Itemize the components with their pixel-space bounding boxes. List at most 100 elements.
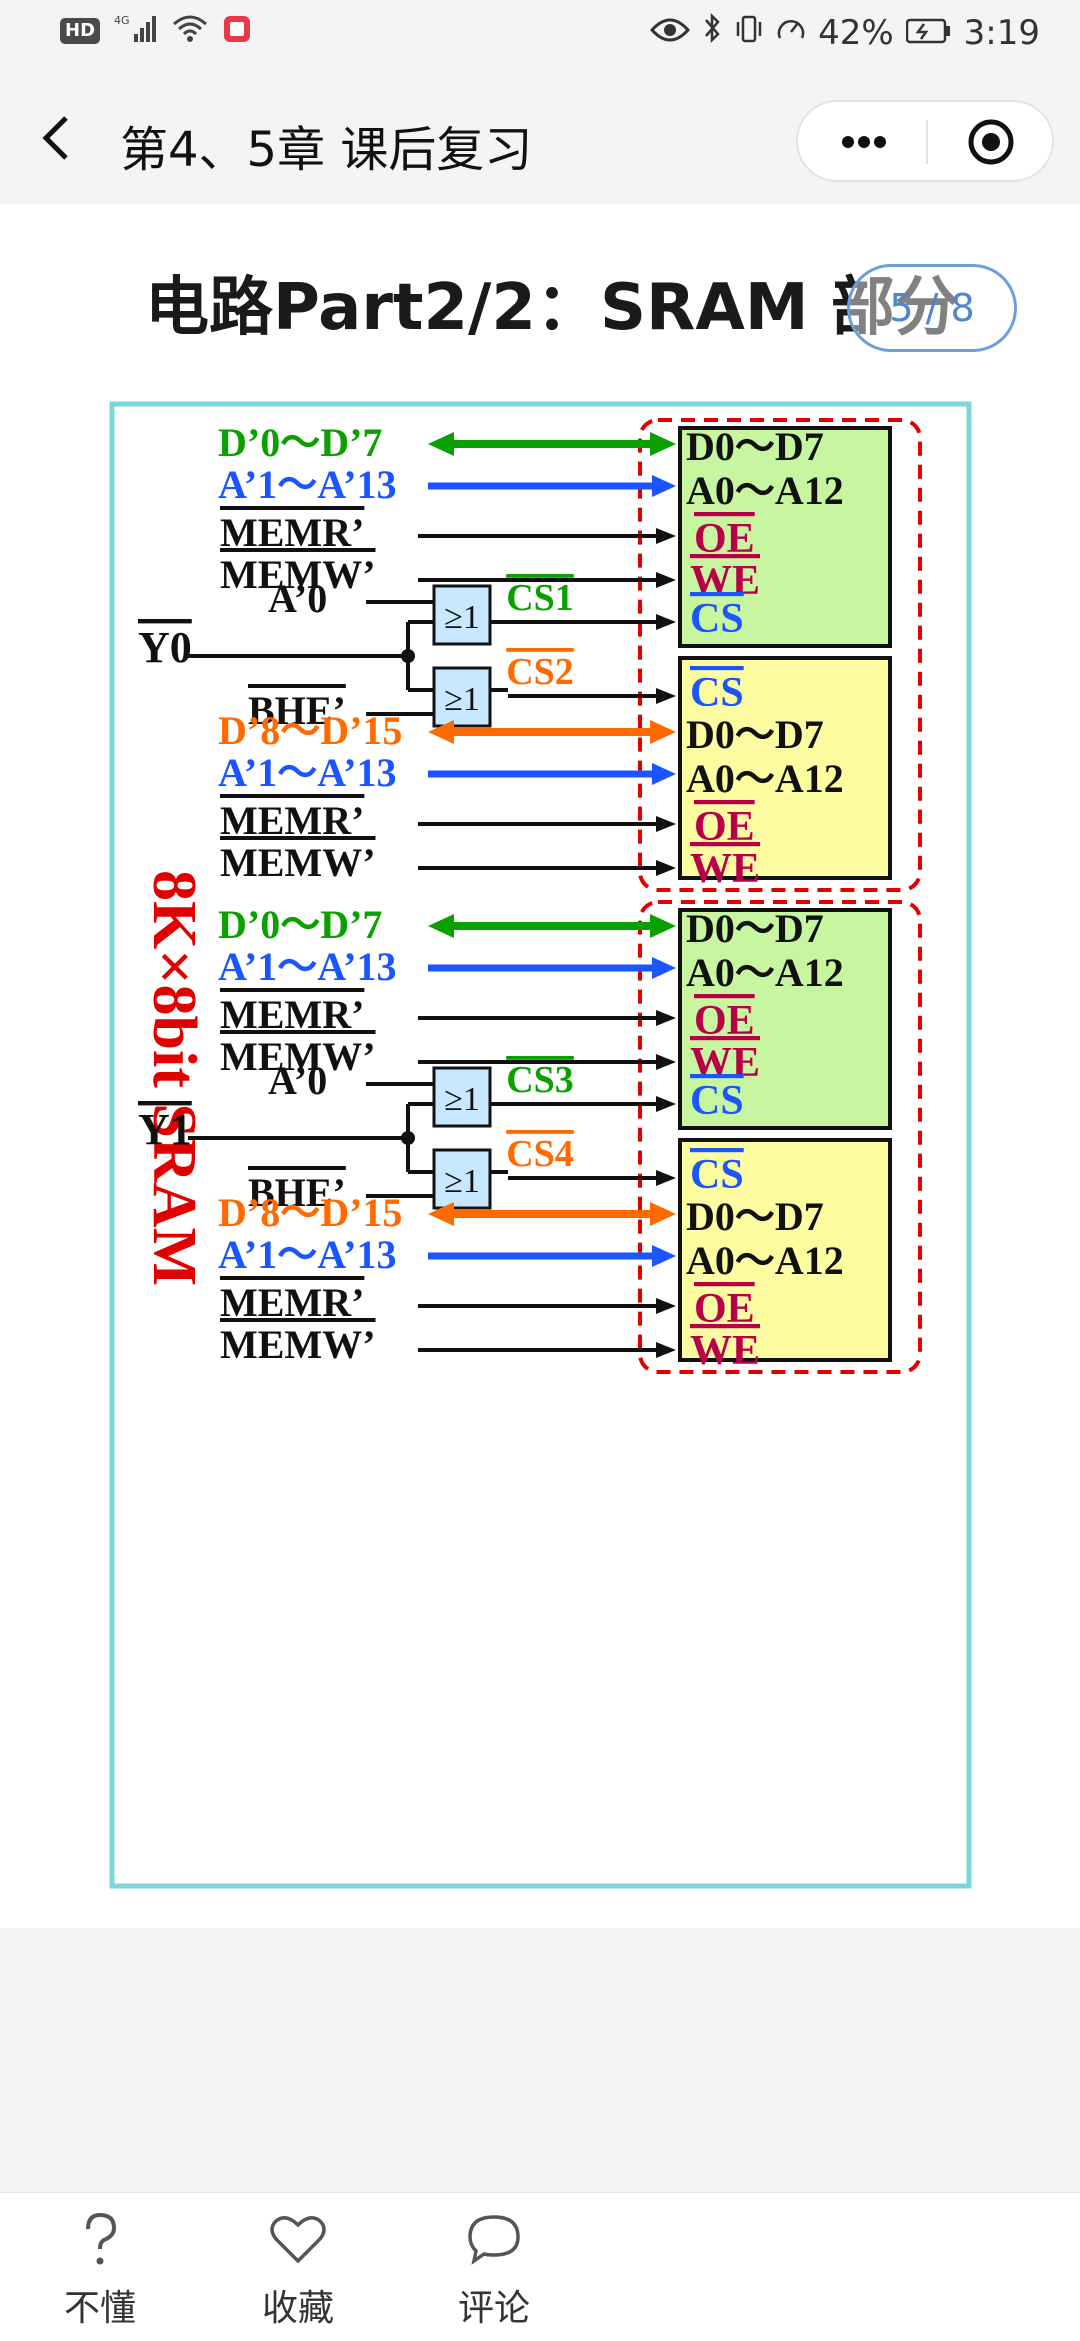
label-memw: MEMW’: [220, 1034, 376, 1079]
question-mark-icon: [86, 2212, 117, 2265]
chevron-left-icon: [42, 116, 68, 160]
or-gate-bottom-label: ≥1: [444, 681, 480, 718]
sram-chip-low: [678, 908, 892, 1130]
tab-label: 收藏: [261, 2288, 334, 2329]
label-memw: MEMW’: [220, 840, 376, 885]
clock-time: 3:19: [963, 12, 1040, 53]
chip-label-we: WE: [690, 1328, 760, 1374]
label-memr: MEMR’: [220, 798, 364, 843]
address-bus-arrow-head: [652, 475, 676, 497]
label-bhe: BHE’: [248, 1170, 346, 1215]
bluetooth-icon: [702, 12, 722, 53]
or-gate-bottom: [432, 1148, 492, 1210]
mini-program-capsule: [796, 100, 1054, 182]
data-bus-arrow-head-right: [650, 432, 676, 456]
chip-label-we: WE: [690, 846, 760, 892]
wifi-icon: [172, 14, 208, 48]
close-program-button[interactable]: [946, 112, 1036, 172]
tab-dont-understand[interactable]: 不懂: [40, 2209, 160, 2331]
vibrate-icon: [734, 13, 764, 53]
chip-label-cs: CS: [690, 1152, 744, 1198]
chip-label-cs: CS: [690, 596, 744, 642]
comment-bubble-icon: [468, 2215, 520, 2265]
label-memw: MEMW’: [220, 552, 376, 597]
label-cs-top: CS1: [506, 577, 574, 619]
chip-label-address: A0～A12: [686, 756, 844, 801]
or-gate-top-label: ≥1: [444, 1081, 480, 1118]
cs-top-line-head: [656, 1096, 676, 1112]
chip-label-oe: OE: [694, 804, 755, 850]
tab-comment[interactable]: 评论: [434, 2209, 554, 2331]
signal-icon: 4G: [114, 14, 158, 48]
chip-label-data: D0～D7: [686, 712, 824, 757]
chip-label-cs: CS: [690, 670, 744, 716]
tab-favorite[interactable]: 收藏: [238, 2209, 358, 2331]
speed-icon: [776, 13, 806, 53]
heart-icon: [270, 2216, 326, 2264]
battery-icon: [905, 13, 952, 53]
memr-line-head: [656, 1010, 676, 1026]
cs-bot-line-head: [656, 688, 676, 704]
tab-label: 不懂: [63, 2288, 136, 2329]
label-data-bus: D’8～D’15: [218, 1190, 402, 1235]
or-gate-bottom-label: ≥1: [444, 1163, 480, 1200]
chip-label-we: WE: [690, 558, 760, 604]
more-dots-icon: [842, 136, 886, 148]
chip-label-address: A0～A12: [686, 468, 844, 513]
label-cs-top: CS3: [506, 1059, 574, 1101]
data-bus-arrow-head-right: [650, 914, 676, 938]
label-a0: A’0: [268, 576, 327, 621]
memw-line-head: [656, 1342, 676, 1358]
network-type: 4G: [114, 14, 130, 27]
chip-label-oe: OE: [694, 1286, 755, 1332]
memw-line-head: [656, 572, 676, 588]
hd-badge: HD: [60, 18, 101, 44]
label-bhe: BHE’: [248, 688, 346, 733]
label-data-bus: D’8～D’15: [218, 708, 402, 753]
data-bus-arrow-head-right: [650, 720, 676, 744]
or-gate-top-label: ≥1: [444, 599, 480, 636]
label-data-bus: D’0～D’7: [218, 902, 382, 947]
label-y-input: Y0: [138, 623, 192, 672]
eye-icon: [650, 13, 691, 53]
label-address-bus: A’1～A’13: [218, 750, 396, 795]
or-gate-top: [432, 584, 492, 646]
chip-label-data: D0～D7: [686, 424, 824, 469]
data-bus-arrow-head-left: [428, 914, 454, 938]
label-address-bus: A’1～A’13: [218, 1232, 396, 1277]
address-bus-arrow-head: [652, 763, 676, 785]
label-data-bus: D’0～D’7: [218, 420, 382, 465]
more-button[interactable]: [818, 112, 908, 172]
bottom-action-bar: 不懂 收藏 评论: [0, 2192, 1080, 2341]
dashed-group-upper: [638, 418, 922, 892]
back-button[interactable]: [30, 108, 90, 168]
label-cs-bottom: CS2: [506, 651, 574, 693]
label-a0: A’0: [268, 1058, 327, 1103]
memw-line-head: [656, 860, 676, 876]
side-label-sram: 8K×8bit SRAM: [140, 870, 208, 1286]
capsule-divider: [926, 120, 928, 164]
target-circle-icon: [968, 119, 1014, 165]
status-left: HD 4G: [60, 14, 252, 48]
chip-label-address: A0～A12: [686, 950, 844, 995]
data-bus-arrow-head-left: [428, 720, 454, 744]
chip-label-address: A0～A12: [686, 1238, 844, 1283]
label-memr: MEMR’: [220, 992, 364, 1037]
memr-line-head: [656, 1298, 676, 1314]
chip-label-data: D0～D7: [686, 906, 824, 951]
chip-label-data: D0～D7: [686, 1194, 824, 1239]
data-bus-arrow-head-right: [650, 1202, 676, 1226]
or-gate-top: [432, 1066, 492, 1128]
address-bus-arrow-head: [652, 957, 676, 979]
chip-label-oe: OE: [694, 998, 755, 1044]
sram-chip-high: [678, 1138, 892, 1362]
page-title: 第4、5章 课后复习: [120, 122, 533, 178]
page-indicator[interactable]: 5 / 8: [847, 264, 1017, 352]
status-bar: HD 4G: [0, 0, 1080, 72]
circuit-svg: 8K×8bit SRAMD0～D7A0～A12OEWECSD’0～D’7A’1～…: [109, 401, 972, 1889]
memr-line-head: [656, 816, 676, 832]
sram-chip-high: [678, 656, 892, 880]
chip-label-cs: CS: [690, 1078, 744, 1124]
label-cs-bottom: CS4: [506, 1133, 574, 1175]
